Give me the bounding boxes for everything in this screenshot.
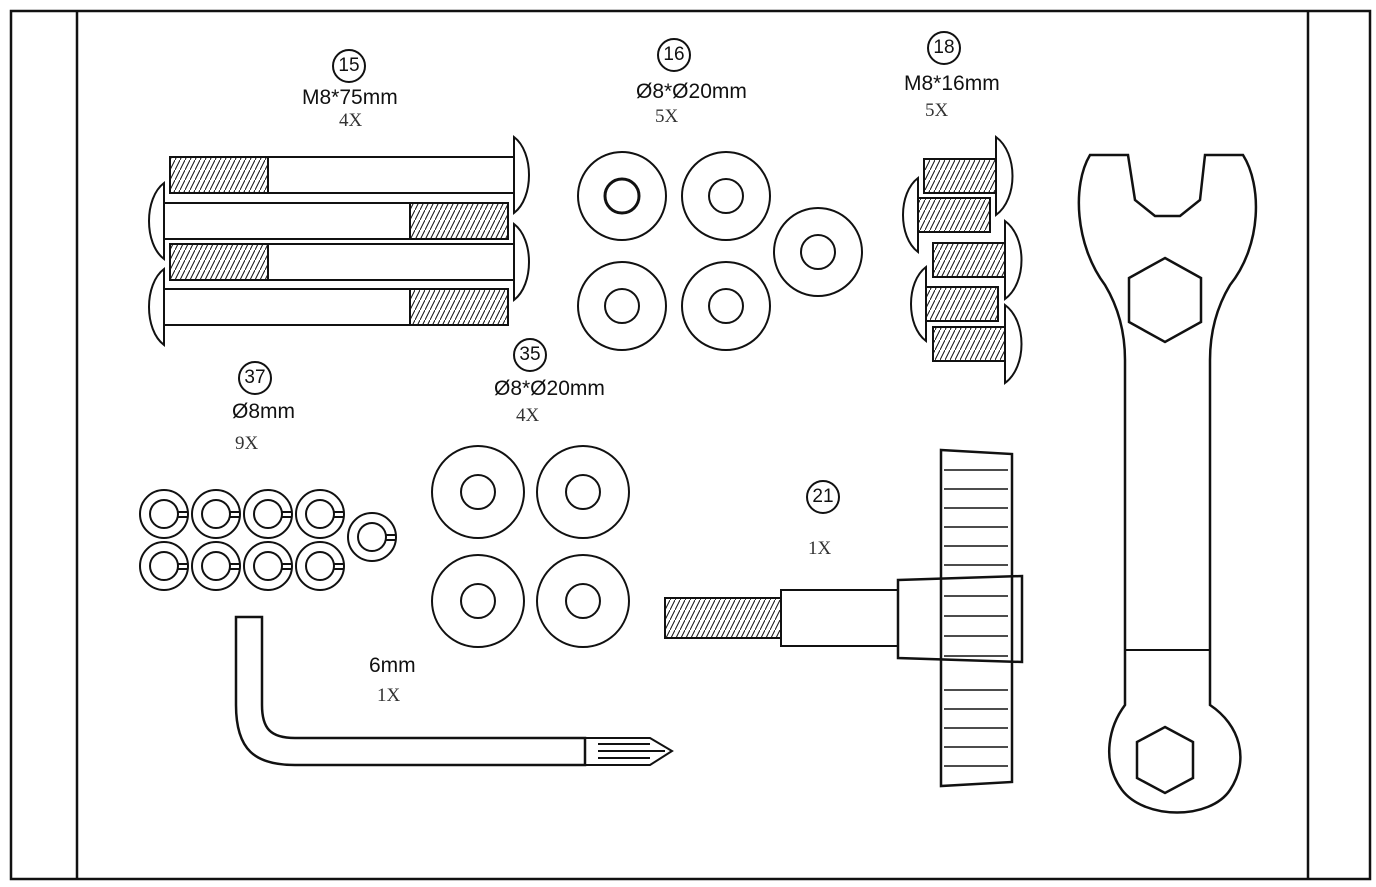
part-quantity-label: 5X: [655, 106, 679, 127]
bolt-m8x75-drawing: [148, 134, 530, 348]
part-number-badge: 37: [238, 361, 272, 395]
bolt-icon: [169, 221, 530, 303]
bolt-icon: [932, 219, 1023, 301]
bolt-icon: [932, 303, 1023, 385]
bolt-icon: [923, 135, 1014, 217]
sheet-frame: [9, 9, 1372, 881]
spring-washer-icon: [347, 512, 397, 562]
part-number-badge: 16: [657, 38, 691, 72]
spring-washer-icon: [295, 489, 345, 539]
part-spec-label: 6mm: [369, 654, 416, 677]
spring-washer-icon: [139, 541, 189, 591]
part-quantity-label: 5X: [925, 100, 949, 121]
part-quantity-label: 4X: [516, 405, 540, 426]
washer-group-16: [577, 151, 863, 351]
part-quantity-label: 9X: [235, 433, 259, 454]
bolt-icon: [910, 264, 999, 344]
part-spec-label: Ø8mm: [232, 400, 295, 423]
part-spec-label: Ø8*Ø20mm: [494, 377, 605, 400]
part-spec-label: Ø8*Ø20mm: [636, 80, 747, 103]
bolt-icon: [902, 175, 991, 255]
part-quantity-label: 1X: [377, 685, 401, 706]
spring-washer-icon: [191, 541, 241, 591]
part-number-badge: 15: [332, 49, 366, 83]
washer-group-35: [431, 445, 630, 648]
combination-wrench-icon: [1077, 153, 1258, 814]
bolt-m8x16-drawing: [902, 135, 1023, 385]
spring-washer-icon: [139, 489, 189, 539]
part-number-badge: 35: [513, 338, 547, 372]
spring-washer-group-37: [139, 489, 397, 591]
bolt-icon: [148, 180, 509, 262]
knob-bolt-drawing: [664, 448, 1024, 788]
part-spec-label: M8*75mm: [302, 86, 398, 109]
part-quantity-label: 1X: [808, 538, 832, 559]
part-quantity-label: 4X: [339, 110, 363, 131]
spring-washer-icon: [295, 541, 345, 591]
part-spec-label: M8*16mm: [904, 72, 1000, 95]
part-number-badge: 21: [806, 480, 840, 514]
spring-washer-icon: [243, 489, 293, 539]
bolt-icon: [148, 266, 509, 348]
part-number-badge: 18: [927, 31, 961, 65]
bolt-icon: [169, 134, 530, 216]
spring-washer-icon: [191, 489, 241, 539]
allen-key-screwdriver-icon: [234, 615, 674, 767]
spring-washer-icon: [243, 541, 293, 591]
